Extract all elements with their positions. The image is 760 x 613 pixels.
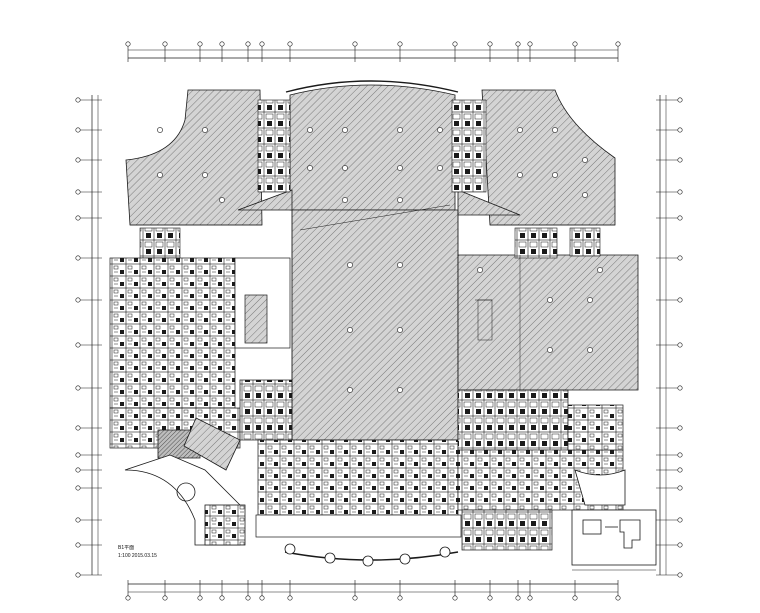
key-plan-box bbox=[571, 509, 657, 566]
dimension-left bbox=[75, 95, 102, 578]
hatched-floor-area bbox=[125, 84, 639, 441]
left-room-cluster bbox=[109, 257, 293, 449]
entrance-right bbox=[574, 469, 626, 506]
drawing-caption-title: B1平面 bbox=[118, 545, 134, 551]
entrance-left bbox=[124, 454, 246, 546]
roof-arc bbox=[285, 80, 459, 93]
interior-lines bbox=[130, 204, 615, 440]
stair-cores bbox=[139, 99, 601, 259]
ramp bbox=[157, 417, 241, 471]
dimension-right bbox=[656, 95, 683, 578]
dimension-bottom bbox=[125, 580, 621, 601]
structural-columns bbox=[157, 127, 603, 393]
drawing-caption-scale: 1:100 2015.03.15 bbox=[118, 553, 157, 559]
front-columns bbox=[284, 543, 451, 567]
dimension-top bbox=[125, 41, 621, 62]
bottom-room-band bbox=[255, 389, 624, 551]
